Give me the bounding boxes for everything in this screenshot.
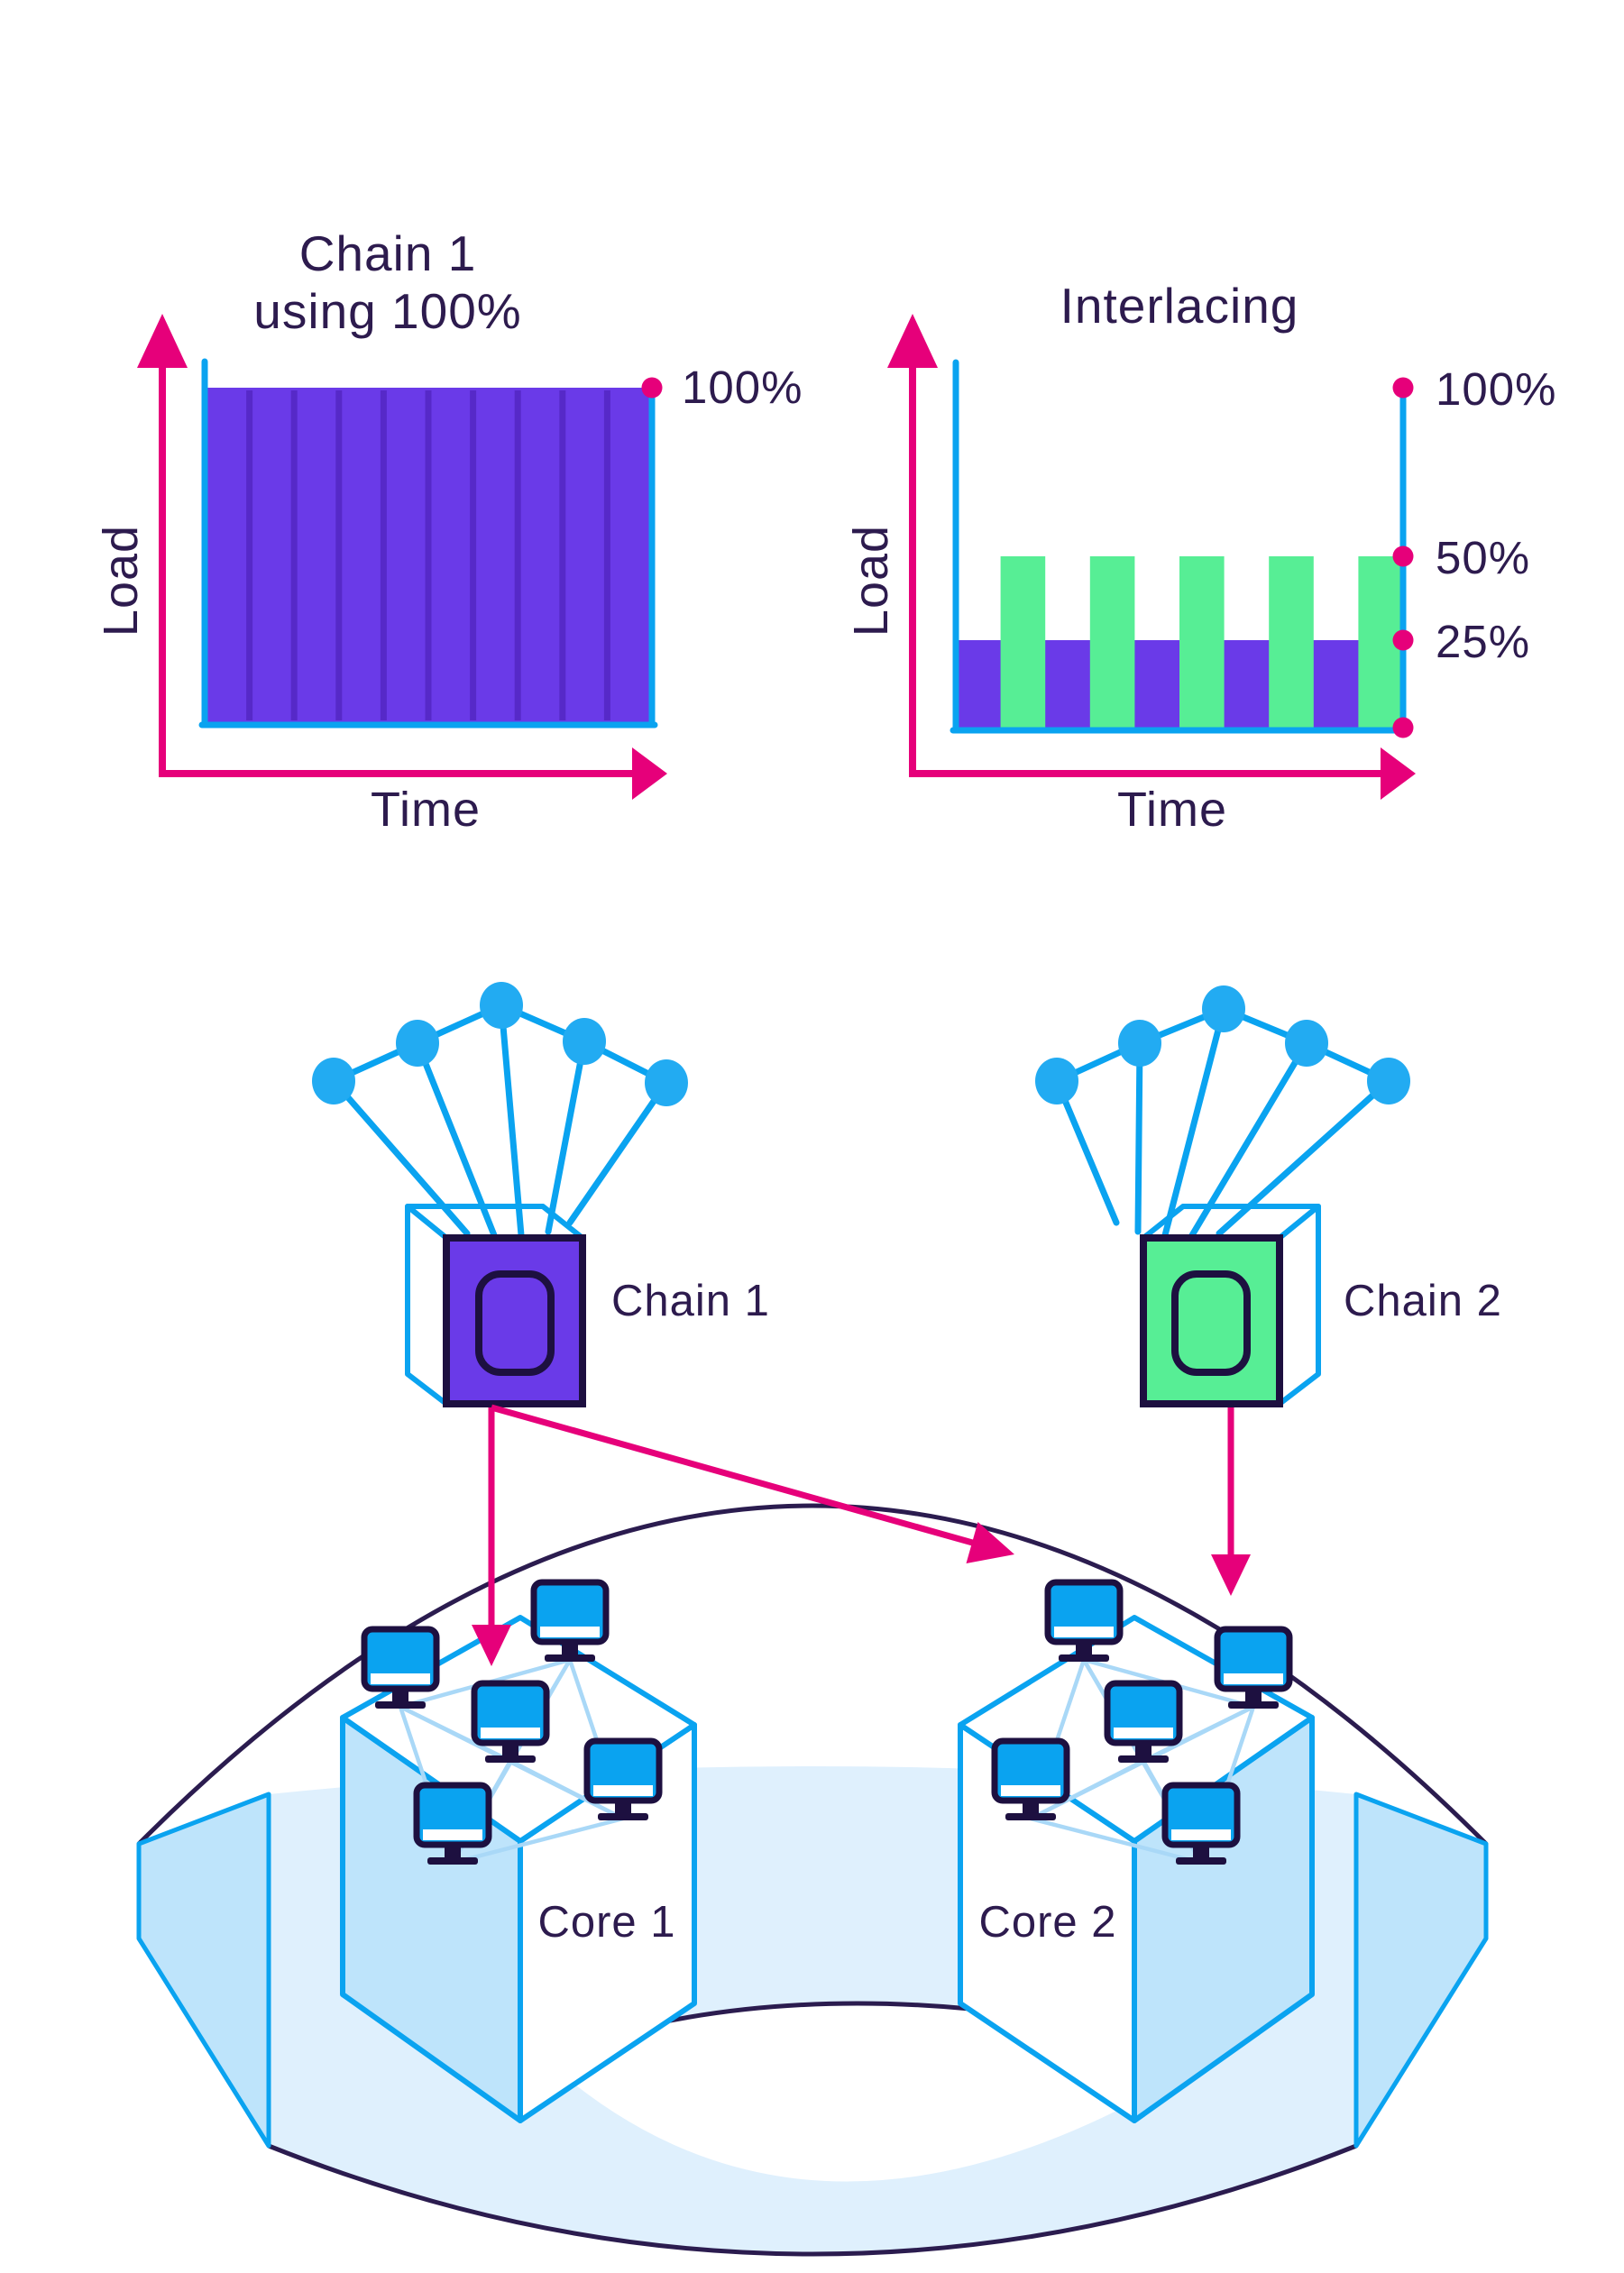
core2-pedestal: Core 2 [958, 1582, 1315, 2123]
node-link [1188, 1040, 1310, 1239]
core2-label: Core 2 [978, 1898, 1116, 1947]
chart-interlacing: Interlacing 100% 50% [844, 278, 1556, 837]
node-dot [1118, 1020, 1161, 1067]
arrow-chain1-core2 [491, 1404, 977, 1547]
chain1-label: Chain 1 [611, 1277, 770, 1325]
green-bar [1269, 556, 1314, 728]
chain2-box-side-face [1277, 1204, 1321, 1407]
node-dot [480, 982, 523, 1029]
chain2-node-links [1053, 1005, 1392, 1239]
node-link [545, 1038, 588, 1235]
assignment-arrows [472, 1404, 1251, 1666]
chart2-x-label: Time [1117, 783, 1227, 837]
chart1-axes [137, 314, 667, 800]
node-dot [563, 1018, 606, 1065]
chart2-title: Interlacing [1060, 278, 1299, 334]
chart2-axes [887, 314, 1416, 800]
ring-left-cap [136, 1792, 271, 2149]
core1-label: Core 1 [537, 1898, 675, 1947]
node-link [566, 1079, 670, 1226]
chart1-y-label: Load [94, 525, 148, 637]
green-bar [1000, 556, 1046, 728]
mesh-line [509, 1758, 625, 1821]
chart2-0pct-dot [1392, 717, 1414, 738]
mesh-line [452, 1816, 624, 1865]
chart2-100pct-label: 100% [1436, 363, 1556, 415]
node-link [330, 1077, 471, 1237]
chart1-100pct-label: 100% [682, 362, 803, 413]
mesh-line [1030, 1816, 1202, 1865]
node-link [1134, 1040, 1143, 1235]
chart1-x-arrowhead-icon [632, 747, 667, 800]
chain2-group: Chain 2 [1035, 985, 1502, 1407]
chart1-title-line1: Chain 1 [299, 225, 477, 281]
node-dot [1035, 1058, 1078, 1104]
chain1-box-front-face [443, 1234, 586, 1407]
node-link [498, 1002, 525, 1239]
arrowhead-chain2-core2-icon [1211, 1554, 1251, 1596]
node-link [1216, 1077, 1392, 1237]
chart1-x-label: Time [371, 783, 481, 837]
chart2-y-label: Load [844, 525, 898, 637]
chart2-x-arrowhead-icon [1381, 747, 1416, 800]
coretime-ring: Core 1 Core 2 [136, 1503, 1489, 2257]
chart1-y-arrowhead-icon [137, 314, 188, 368]
node-dot [645, 1059, 688, 1106]
chart2-tick-dots [1392, 377, 1414, 738]
chain1-box-side-face [405, 1204, 449, 1407]
chart2-50pct-label: 50% [1436, 532, 1530, 583]
chain1-node-links [330, 1002, 670, 1239]
chart2-25pct-dot [1392, 629, 1414, 651]
green-bar [1089, 556, 1135, 728]
chart2-y-arrowhead-icon [887, 314, 938, 368]
node-link [414, 1040, 498, 1239]
chain2-box-front-face [1140, 1234, 1283, 1407]
chart2-25pct-label: 25% [1436, 616, 1530, 667]
chart2-100pct-dot [1392, 377, 1414, 399]
node-link [1053, 1077, 1120, 1226]
chain1-group: Chain 1 [312, 982, 770, 1407]
chain2-box-inner-shape [1171, 1270, 1251, 1376]
node-dot [1367, 1058, 1410, 1104]
node-dot [312, 1058, 355, 1104]
chain1-nodes [312, 982, 688, 1106]
node-dot [396, 1020, 439, 1067]
node-link [1161, 1005, 1227, 1239]
chart1-100pct-dot [641, 377, 663, 399]
chart-chain1-usage: Chain 1 using 100% 100% Loa [94, 225, 803, 837]
chart1-stripe-lines [246, 390, 610, 720]
green-bar [1179, 556, 1225, 728]
ring-outer-bottom-arc [268, 2143, 1357, 2257]
chain1-box-inner-shape [475, 1270, 555, 1376]
chart2-chain2-bars [1000, 556, 1403, 728]
chart2-50pct-dot [1392, 545, 1414, 567]
core1-pedestal: Core 1 [340, 1582, 697, 2123]
chain2-label: Chain 2 [1344, 1277, 1502, 1325]
node-dot [1202, 985, 1245, 1032]
mesh-line [1029, 1758, 1145, 1821]
ring-right-cap [1353, 1792, 1489, 2149]
node-dot [1285, 1020, 1328, 1067]
chain2-nodes [1035, 985, 1410, 1104]
chart1-blue-border [198, 358, 658, 729]
arrowhead-chain1-core2-icon [966, 1522, 1014, 1563]
chart1-title-line2: using 100% [253, 283, 521, 339]
arrowhead-chain1-core1-icon [472, 1625, 511, 1666]
